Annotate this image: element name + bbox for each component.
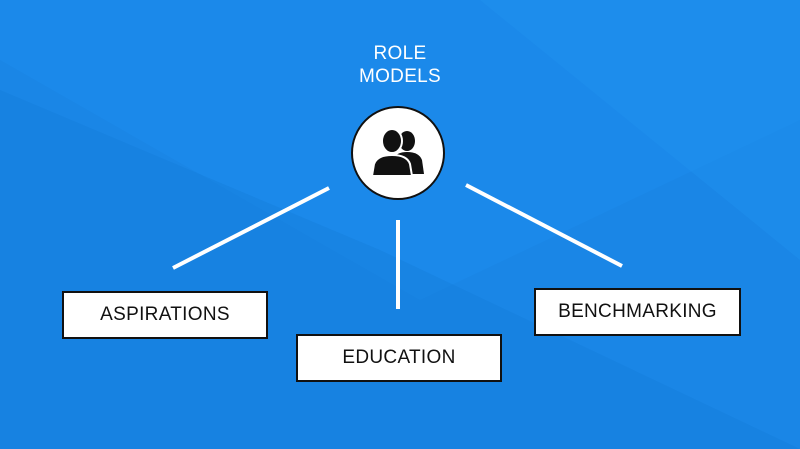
node-benchmarking-label: BENCHMARKING <box>558 301 717 322</box>
node-education: EDUCATION <box>296 334 502 382</box>
people-icon <box>370 128 424 177</box>
root-title-line-2: MODELS <box>358 66 442 87</box>
root-node-title: ROLE MODELS <box>330 42 470 88</box>
node-aspirations: ASPIRATIONS <box>62 291 268 339</box>
connector-aspirations <box>172 186 330 270</box>
node-education-label: EDUCATION <box>342 347 456 368</box>
node-aspirations-label: ASPIRATIONS <box>100 304 230 325</box>
connector-benchmarking <box>465 183 623 268</box>
root-title-line-1: ROLE <box>373 43 427 64</box>
root-node-circle <box>351 106 445 200</box>
node-benchmarking: BENCHMARKING <box>534 288 741 336</box>
